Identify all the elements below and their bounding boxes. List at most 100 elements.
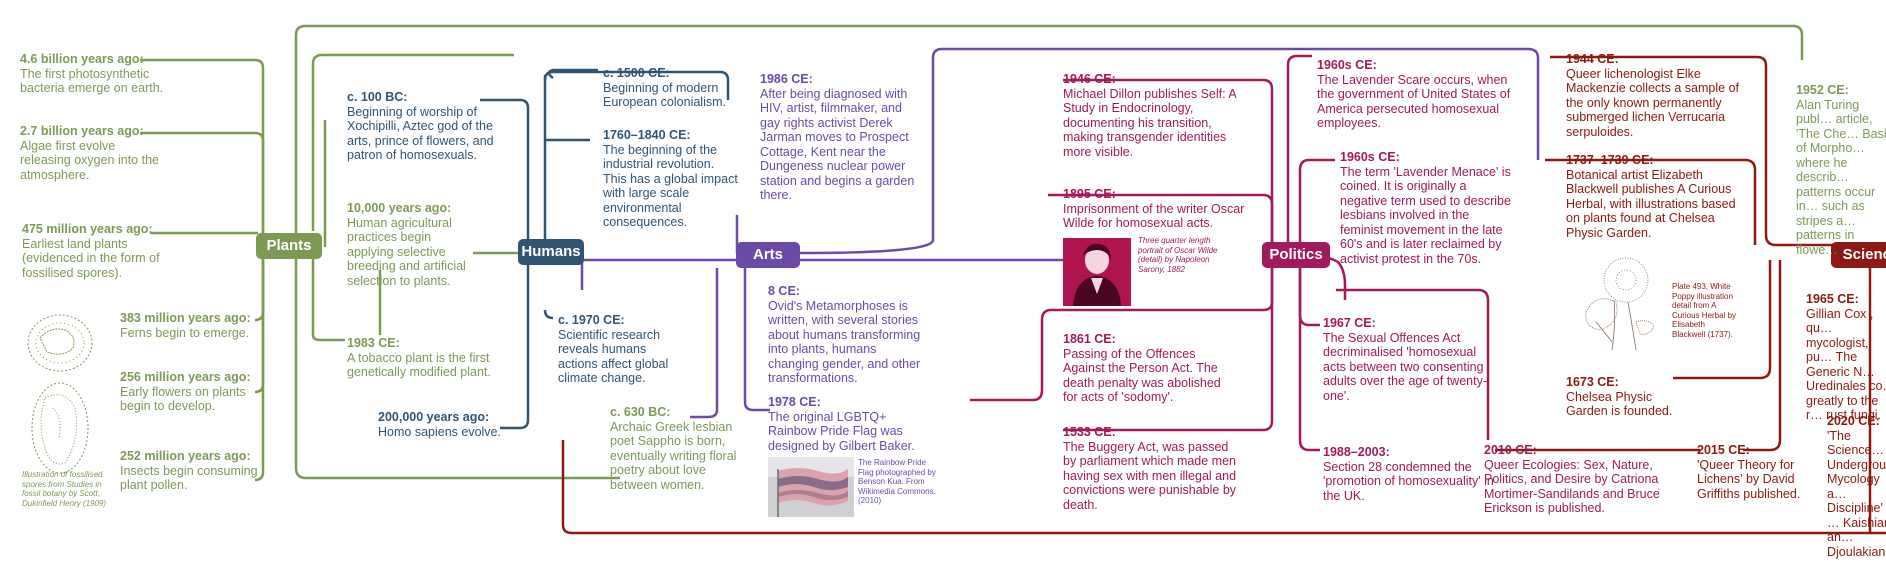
event-date: 252 million years ago:: [120, 449, 251, 463]
wilde-caption: Three quarter length portrait of Oscar W…: [1138, 236, 1218, 274]
event-arts-2: 1978 CE: The original LGBTQ+ Rainbow Pri…: [768, 395, 923, 453]
event-date: c. 1970 CE:: [558, 313, 625, 327]
event-date: 1946 CE:: [1063, 72, 1116, 86]
event-science-0: 1944 CE: Queer lichenologist Elke Macken…: [1566, 52, 1756, 139]
event-plants-0: 4.6 billion years ago: The first photosy…: [20, 52, 180, 96]
event-politics-right-2: 1967 CE: The Sexual Offences Act decrimi…: [1323, 316, 1498, 403]
event-text: Ovid's Metamorphoses is written, with se…: [768, 298, 921, 386]
event-date: 1983 CE:: [347, 336, 400, 350]
event-date: 1533 CE:: [1063, 425, 1116, 439]
event-date: 1895 CE:: [1063, 187, 1116, 201]
event-date: 1861 CE:: [1063, 332, 1116, 346]
event-text: The Sexual Offences Act decriminalised '…: [1323, 330, 1487, 403]
event-plants-4: 256 million years ago: Early flowers on …: [120, 370, 260, 414]
event-date: 1944 CE:: [1566, 52, 1619, 66]
event-politics-left-2: 1861 CE: Passing of the Offences Against…: [1063, 332, 1233, 405]
event-text: Ferns begin to emerge.: [120, 325, 250, 340]
event-edge-1: 1965 CE: Gillian Cox , qu… mycologist, p…: [1806, 292, 1886, 423]
event-science-2: 1673 CE: Chelsea Physic Garden is founde…: [1566, 375, 1681, 419]
event-date: 1988–2003:: [1323, 445, 1390, 459]
event-text: 'Queer Theory for Lichens' by David Grif…: [1697, 457, 1801, 501]
event-date: 200,000 years ago:: [378, 410, 490, 424]
event-text: 'The Science… Undergrou… Mycology a… Dis…: [1827, 428, 1886, 566]
event-science-1: 1737–1739 CE: Botanical artist Elizabeth…: [1566, 153, 1746, 240]
event-date: 1737–1739 CE:: [1566, 153, 1654, 167]
event-politics-right-1: 1960s CE: The term 'Lavender Menace' is …: [1340, 150, 1515, 266]
event-arts-0: 1986 CE: After being diagnosed with HIV,…: [760, 72, 920, 203]
event-text: Scientific research reveals humans actio…: [558, 327, 669, 386]
event-humans-3: c. 630 BC: Archaic Greek lesbian poet Sa…: [610, 405, 745, 492]
event-date: 2010 CE:: [1484, 443, 1537, 457]
event-text: The first photosynthetic bacteria emerge…: [20, 66, 164, 96]
white-poppy-illustration: [1585, 257, 1655, 351]
fossil-spores-illustration: [27, 314, 93, 474]
hub-arts[interactable]: Arts: [736, 242, 800, 268]
event-text: Chelsea Physic Garden is founded.: [1566, 389, 1673, 419]
event-edge-0: 1952 CE: Alan Turing publ… article, 'The…: [1796, 83, 1886, 257]
event-text: A tobacco plant is the first genetically…: [347, 350, 491, 380]
event-politics-left-1: 1895 CE: Imprisonment of the writer Osca…: [1063, 187, 1253, 231]
event-date: 1978 CE:: [768, 395, 821, 409]
event-text: Homo sapiens evolve.: [378, 424, 501, 439]
event-arts-1: 8 CE: Ovid's Metamorphoses is written, w…: [768, 284, 928, 386]
event-date: 10,000 years ago:: [347, 201, 452, 215]
event-date: 2015 CE:: [1697, 443, 1750, 457]
event-text: Archaic Greek lesbian poet Sappho is bor…: [610, 419, 737, 492]
event-text: Human agricultural practices begin apply…: [347, 215, 466, 288]
event-date: c. 1500 CE:: [603, 66, 670, 80]
event-text: Michael Dillon publishes Self: A Study i…: [1063, 86, 1237, 159]
event-date: 1673 CE:: [1566, 375, 1619, 389]
event-date: 2.7 billion years ago:: [20, 124, 144, 138]
event-humans-1: 1760–1840 CE: The beginning of the indus…: [603, 128, 738, 230]
event-text: Alan Turing publ… article, 'The Che… Bas…: [1796, 97, 1886, 257]
hub-politics[interactable]: Politics: [1262, 242, 1330, 268]
event-text: Insects begin consuming plant pollen.: [120, 463, 258, 493]
event-date: 2020 CE:: [1827, 414, 1880, 428]
event-text: Early flowers on plants begin to develop…: [120, 384, 246, 414]
event-text: Queer lichenologist Elke Mackenzie colle…: [1566, 66, 1739, 139]
event-date: 8 CE:: [768, 284, 800, 298]
event-politics-right-0: 1960s CE: The Lavender Scare occurs, whe…: [1317, 58, 1512, 131]
event-plants-5: 252 million years ago: Insects begin con…: [120, 449, 270, 493]
event-date: 1960s CE:: [1340, 150, 1400, 164]
event-text: The beginning of the industrial revoluti…: [603, 142, 738, 230]
event-date: 1960s CE:: [1317, 58, 1377, 72]
event-mid-1: 10,000 years ago: Human agricultural pra…: [347, 201, 477, 288]
event-date: 475 million years ago:: [22, 222, 153, 236]
event-text: Gillian Cox , qu… mycologist, pu… The Ge…: [1806, 306, 1886, 423]
hub-plants[interactable]: Plants: [256, 233, 322, 259]
event-mid-0: c. 100 BC: Beginning of worship of Xochi…: [347, 90, 502, 163]
event-date: 1986 CE:: [760, 72, 813, 86]
event-text: The term 'Lavender Menace' is coined. It…: [1340, 164, 1511, 266]
event-text: Beginning of worship of Xochipilli, Azte…: [347, 104, 494, 163]
hub-humans[interactable]: Humans: [518, 239, 584, 265]
flag-caption: The Rainbow Pride Flag photographed by B…: [858, 458, 936, 505]
event-date: 1760–1840 CE:: [603, 128, 691, 142]
event-text: The Lavender Scare occurs, when the gove…: [1317, 72, 1511, 131]
event-mid-3: 200,000 years ago: Homo sapiens evolve.: [378, 410, 528, 439]
event-date: 1965 CE:: [1806, 292, 1859, 306]
event-humans-2: c. 1970 CE: Scientific research reveals …: [558, 313, 688, 386]
event-text: After being diagnosed with HIV, artist, …: [760, 86, 915, 203]
event-text: The original LGBTQ+ Rainbow Pride Flag w…: [768, 409, 915, 453]
event-politics-right-4: 2010 CE: Queer Ecologies: Sex, Nature, P…: [1484, 443, 1664, 516]
event-politics-left-0: 1946 CE: Michael Dillon publishes Self: …: [1063, 72, 1243, 159]
event-date: 256 million years ago:: [120, 370, 251, 384]
event-text: Beginning of modern European colonialism…: [603, 80, 726, 110]
event-date: 383 million years ago:: [120, 311, 251, 325]
poppy-caption: Plate 493, White Poppy illustration deta…: [1672, 282, 1737, 339]
event-politics-left-3: 1533 CE: The Buggery Act, was passed by …: [1063, 425, 1238, 512]
event-text: The Buggery Act, was passed by parliamen…: [1063, 439, 1237, 512]
event-date: 1952 CE:: [1796, 83, 1849, 97]
event-date: 1967 CE:: [1323, 316, 1376, 330]
event-text: Imprisonment of the writer Oscar Wilde f…: [1063, 201, 1245, 231]
event-date: c. 630 BC:: [610, 405, 671, 419]
fossil-caption: Illustration of fossilised spores from S…: [22, 470, 107, 508]
event-date: c. 100 BC:: [347, 90, 408, 104]
hub-science[interactable]: Science: [1831, 242, 1886, 268]
event-text: Botanical artist Elizabeth Blackwell pub…: [1566, 167, 1736, 240]
event-edge-2: 2020 CE: 'The Science… Undergrou… Mycolo…: [1827, 414, 1886, 566]
event-plants-1: 2.7 billion years ago: Algae first evolv…: [20, 124, 160, 182]
event-text: Section 28 condemned the 'promotion of h…: [1323, 459, 1494, 503]
